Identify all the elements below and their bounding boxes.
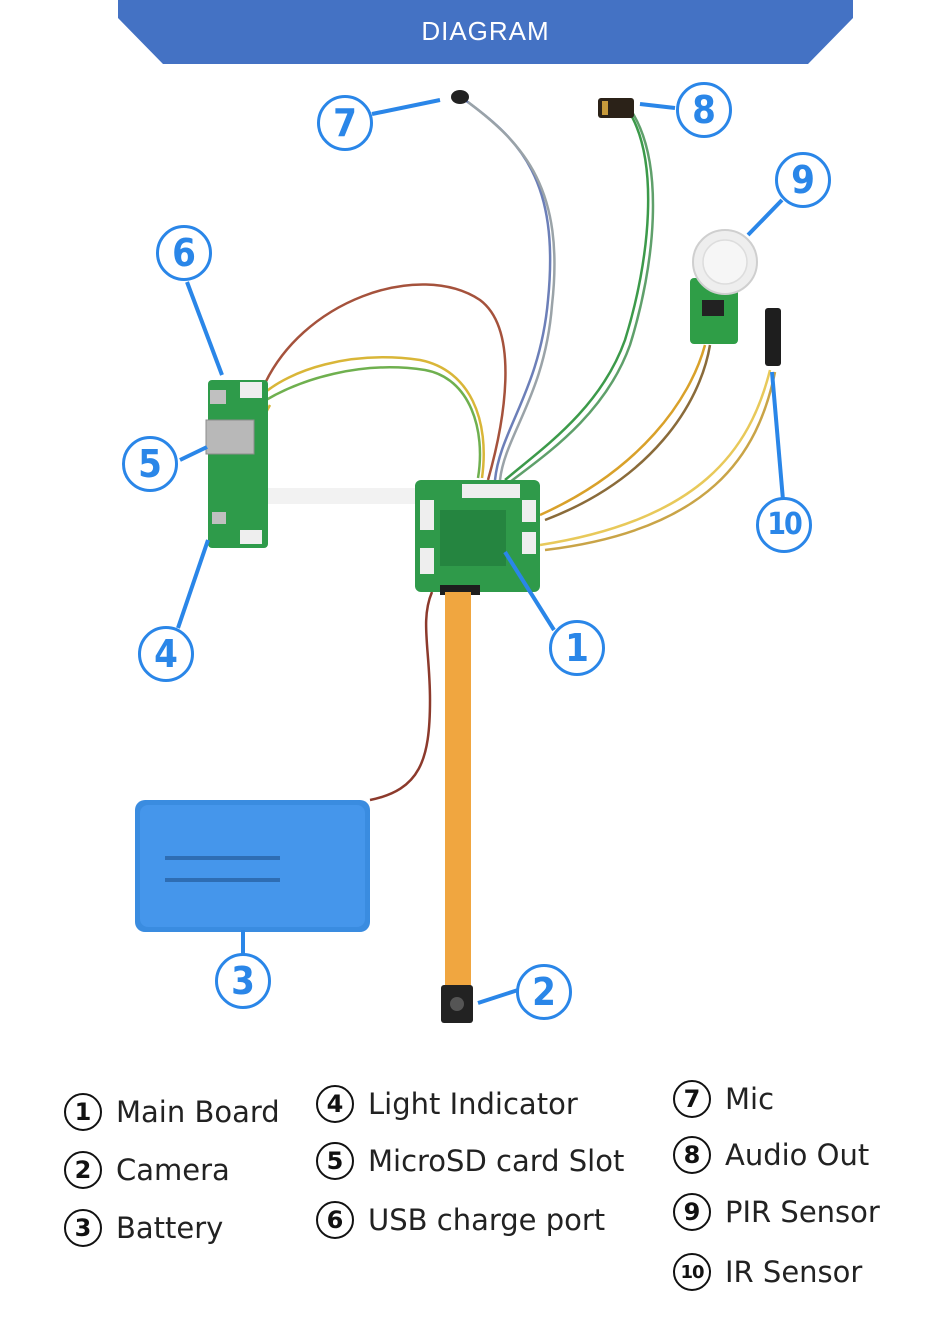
audio-out-part	[598, 98, 634, 118]
legend-label: Battery	[116, 1211, 224, 1245]
callout-4: 4	[138, 626, 194, 682]
legend-item-ir-sensor: 10 IR Sensor	[673, 1251, 862, 1293]
legend-label: Mic	[725, 1082, 775, 1116]
legend-item-pir-sensor: 9 PIR Sensor	[673, 1191, 880, 1233]
legend-number: 4	[316, 1085, 354, 1123]
legend-number: 7	[673, 1080, 711, 1118]
battery-part	[135, 800, 370, 932]
legend-label: Camera	[116, 1153, 230, 1187]
main-board-part	[415, 480, 540, 595]
callout-6: 6	[156, 225, 212, 281]
legend-number: 8	[673, 1136, 711, 1174]
legend-item-battery: 3 Battery	[64, 1207, 223, 1249]
legend-item-camera: 2 Camera	[64, 1149, 230, 1191]
legend-number: 10	[673, 1253, 711, 1291]
legend-item-main-board: 1 Main Board	[64, 1091, 280, 1133]
legend-item-usb-charge-port: 6 USB charge port	[316, 1199, 605, 1241]
component-diagram	[135, 90, 785, 1023]
legend-label: IR Sensor	[725, 1255, 863, 1289]
legend-number: 9	[673, 1193, 711, 1231]
banner-title: DIAGRAM	[421, 16, 550, 46]
legend-item-audio-out: 8 Audio Out	[673, 1134, 869, 1176]
white-ribbon	[268, 488, 418, 504]
callout-5: 5	[122, 436, 178, 492]
callout-2: 2	[516, 964, 572, 1020]
callout-3: 3	[215, 953, 271, 1009]
wires	[256, 98, 777, 802]
callout-9: 9	[775, 152, 831, 208]
legend-number: 2	[64, 1151, 102, 1189]
callout-8: 8	[676, 82, 732, 138]
legend-number: 6	[316, 1201, 354, 1239]
usb-sd-board	[205, 380, 268, 548]
callout-10: 10	[756, 497, 812, 553]
legend-item-mic: 7 Mic	[673, 1078, 774, 1120]
leader-lines	[176, 98, 785, 1005]
banner-shape	[118, 0, 853, 64]
legend-label: Main Board	[116, 1095, 280, 1129]
legend-label: Light Indicator	[368, 1087, 578, 1121]
mic-part	[451, 90, 469, 104]
ir-sensor-part	[765, 308, 781, 366]
legend-number: 1	[64, 1093, 102, 1131]
pir-sensor-part	[690, 229, 758, 344]
callout-1: 1	[549, 620, 605, 676]
camera-flex-cable	[441, 592, 473, 1023]
legend-label: MicroSD card Slot	[368, 1144, 625, 1178]
callout-7: 7	[317, 95, 373, 151]
legend-item-light-indicator: 4 Light Indicator	[316, 1083, 578, 1125]
legend-label: USB charge port	[368, 1203, 606, 1237]
legend-label: PIR Sensor	[725, 1195, 880, 1229]
legend-item-microsd-slot: 5 MicroSD card Slot	[316, 1140, 624, 1182]
legend-label: Audio Out	[725, 1138, 870, 1172]
legend-number: 3	[64, 1209, 102, 1247]
legend-number: 5	[316, 1142, 354, 1180]
diagram-banner: DIAGRAM	[118, 0, 853, 64]
